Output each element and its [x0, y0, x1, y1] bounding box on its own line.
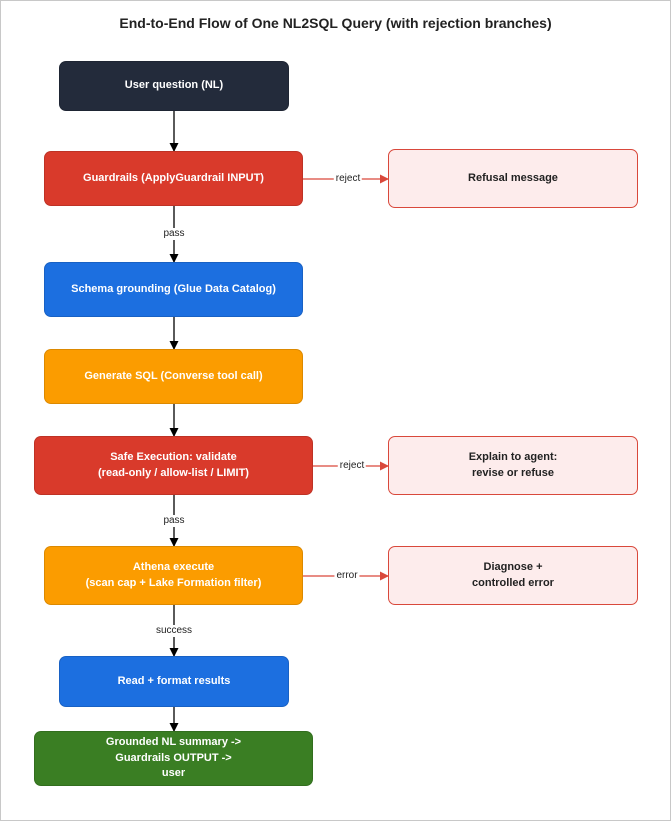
diagram-title: End-to-End Flow of One NL2SQL Query (wit…: [119, 15, 552, 31]
node-grounded-summary[interactable]: Grounded NL summary -> Guardrails OUTPUT…: [34, 731, 313, 786]
node-explain-to-agent[interactable]: Explain to agent: revise or refuse: [388, 436, 638, 495]
node-schema-grounding[interactable]: Schema grounding (Glue Data Catalog): [44, 262, 303, 317]
node-guardrails-input[interactable]: Guardrails (ApplyGuardrail INPUT): [44, 151, 303, 206]
edge-label-reject: reject: [333, 173, 363, 185]
edge-label-error: error: [334, 570, 360, 582]
edge-label-pass: pass: [161, 228, 187, 240]
edge-label-reject: reject: [337, 460, 367, 472]
node-athena-execute[interactable]: Athena execute (scan cap + Lake Formatio…: [44, 546, 303, 605]
node-generate-sql[interactable]: Generate SQL (Converse tool call): [44, 349, 303, 404]
node-diagnose-error[interactable]: Diagnose + controlled error: [388, 546, 638, 605]
node-user-question[interactable]: User question (NL): [59, 61, 289, 111]
node-read-format[interactable]: Read + format results: [59, 656, 289, 707]
edge-label-pass: pass: [161, 515, 187, 527]
node-safe-execution[interactable]: Safe Execution: validate (read-only / al…: [34, 436, 313, 495]
edge-label-success: success: [153, 625, 195, 637]
node-refusal-message[interactable]: Refusal message: [388, 149, 638, 208]
